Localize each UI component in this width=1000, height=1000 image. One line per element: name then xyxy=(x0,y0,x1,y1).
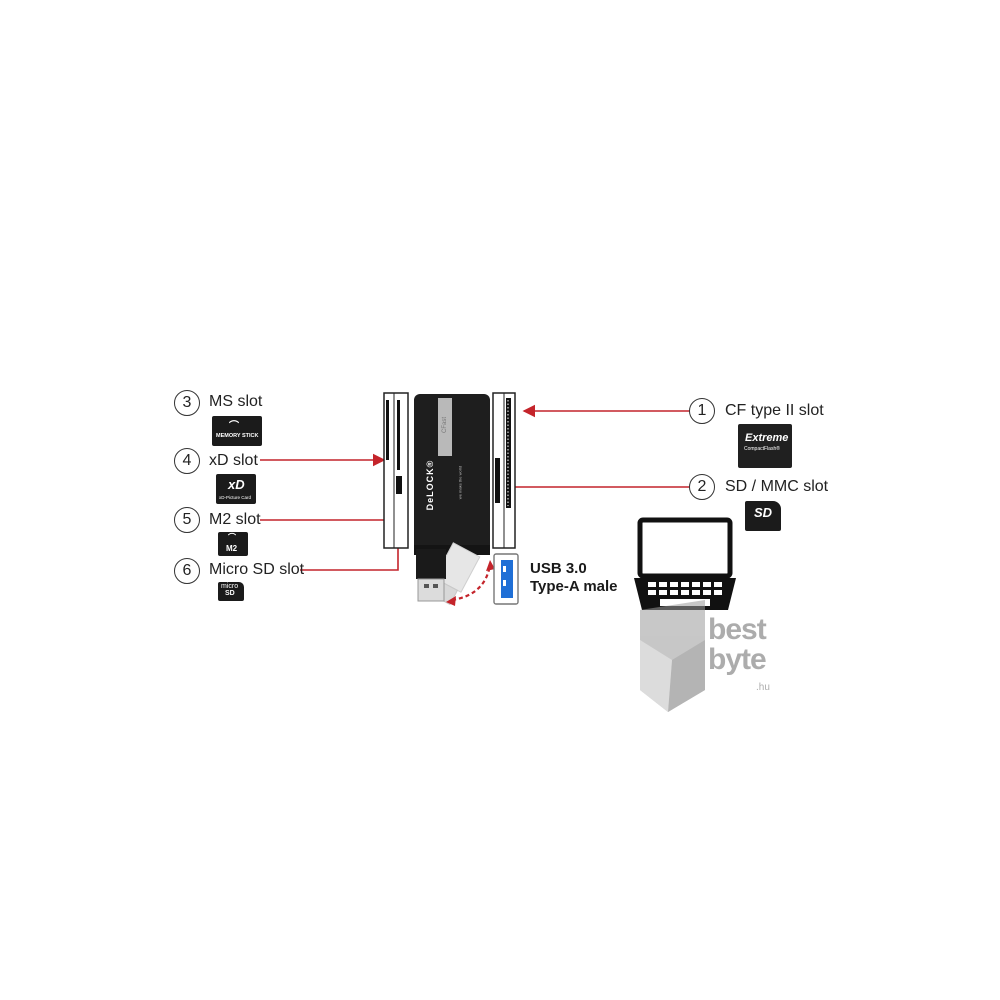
sd-card-icon: SD xyxy=(745,501,781,531)
m2-card-label: M2 xyxy=(226,544,238,553)
callout-number-m2: 5 xyxy=(174,507,200,533)
cf-card-icon: Extreme CompactFlash® xyxy=(738,424,792,468)
callout-number-cf: 1 xyxy=(689,398,715,424)
microsd-label-2: SD xyxy=(225,590,235,597)
sd-card-label: SD xyxy=(754,505,773,520)
callout-label-xd: xD slot xyxy=(209,452,258,469)
callout-label-microsd: Micro SD slot xyxy=(209,561,305,578)
watermark-line1: best xyxy=(708,613,767,646)
bestbyte-logo xyxy=(640,600,705,712)
device-tagline: we make the world xyxy=(457,465,463,500)
device-tab-label: CFast xyxy=(442,417,448,434)
usb-label: USB 3.0 Type-A male xyxy=(530,560,618,596)
cf-card-label-1: Extreme xyxy=(745,432,789,444)
memory-stick-icon: ⌒ MEMORY STICK xyxy=(212,416,262,446)
cf-card-label-2: CompactFlash® xyxy=(744,446,780,452)
usb-plug xyxy=(416,549,446,602)
callout-label-m2: M2 slot xyxy=(209,511,261,528)
right-slot-panel xyxy=(492,392,516,549)
memory-stick-label: MEMORY STICK xyxy=(216,433,259,439)
microsd-card-icon: micro SD xyxy=(218,582,244,601)
watermark-line2: byte xyxy=(708,643,767,676)
usb-symbol-icon xyxy=(493,553,519,605)
xd-logo: xD xyxy=(228,477,245,492)
usb-label-line2: Type-A male xyxy=(530,578,618,595)
usb-label-line1: USB 3.0 xyxy=(530,560,587,577)
callout-number-xd: 4 xyxy=(174,448,200,474)
watermark-text: best byte .hu xyxy=(708,613,770,694)
callout-number-ms: 3 xyxy=(174,390,200,416)
callout-line-m2 xyxy=(260,500,399,521)
callout-label-cf: CF type II slot xyxy=(725,402,824,419)
watermark-suffix: .hu xyxy=(756,682,770,693)
callout-number-microsd: 6 xyxy=(174,558,200,584)
xd-card-label: xD-Picture Card xyxy=(219,495,252,500)
callout-number-sd: 2 xyxy=(689,474,715,500)
callout-label-ms: MS slot xyxy=(209,393,263,410)
xd-card-icon: xD xD-Picture Card xyxy=(216,474,256,504)
left-slot-panel xyxy=(383,392,409,549)
device-brand: DeLOCK® xyxy=(425,459,435,511)
laptop-icon xyxy=(634,517,736,610)
microsd-label-1: micro xyxy=(221,583,239,590)
m2-card-icon: ⌒ M2 xyxy=(218,532,248,556)
callout-label-sd: SD / MMC slot xyxy=(725,478,829,495)
